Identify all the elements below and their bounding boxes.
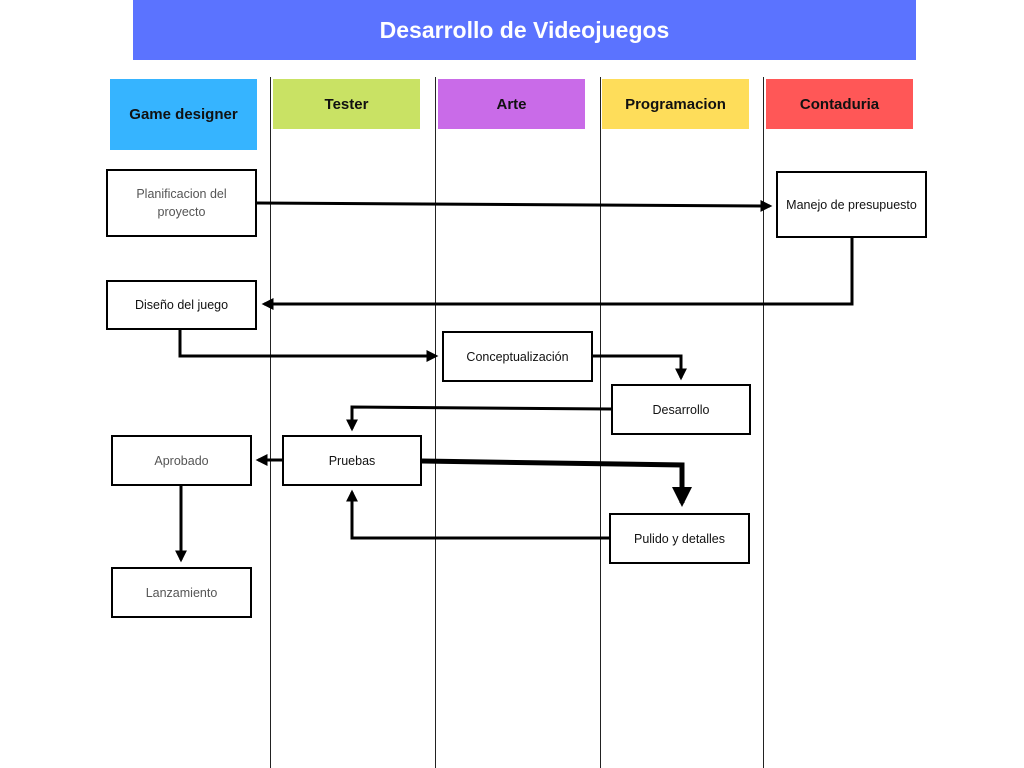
node-pruebas: Pruebas [282, 435, 422, 486]
node-presupuesto: Manejo de presupuesto [776, 171, 927, 238]
arrow-conceptualizacion-to-desarrollo [593, 354, 687, 381]
arrow-planificacion-to-presupuesto [256, 199, 773, 212]
node-label: Planificacion del proyecto [136, 187, 227, 219]
lane-header-label: Contaduria [799, 95, 880, 113]
lane-header-label: Tester [324, 95, 369, 113]
node-label: Pulido y detalles [633, 531, 726, 546]
node-label: Lanzamiento [145, 585, 218, 600]
lane-header-programacion: Programacion [602, 79, 749, 129]
lane-divider [763, 77, 764, 768]
node-label: Aprobado [154, 453, 209, 468]
node-lanzamiento: Lanzamiento [111, 567, 252, 618]
lane-header-contaduria: Contaduria [766, 79, 913, 129]
lane-header-label: Arte [496, 95, 527, 113]
lane-header-label: Programacion [625, 95, 726, 113]
node-pulido: Pulido y detalles [609, 513, 750, 564]
node-label: Diseño del juego [134, 298, 229, 312]
arrow-pruebas-to-pulido [421, 458, 692, 507]
lane-divider [270, 77, 271, 768]
page-title: Desarrollo de Videojuegos [133, 0, 916, 60]
node-label: Desarrollo [652, 402, 710, 417]
lane-header-label: Game designer [129, 106, 238, 123]
arrow-diseno-to-conceptualizacion [178, 329, 439, 362]
node-label: Conceptualización [466, 349, 569, 364]
lane-divider [600, 77, 601, 768]
node-aprobado: Aprobado [111, 435, 252, 486]
lane-header-arte: Arte [438, 79, 585, 129]
lane-divider [435, 77, 436, 768]
page-title-text: Desarrollo de Videojuegos [379, 16, 670, 43]
node-planificacion: Planificacion del proyecto [106, 169, 257, 237]
node-desarrollo: Desarrollo [611, 384, 751, 435]
node-label: Pruebas [328, 453, 376, 468]
arrow-pulido-to-pruebas [346, 489, 610, 540]
node-diseno: Diseño del juego [106, 280, 257, 330]
node-label: Manejo de presupuesto [786, 197, 917, 212]
lane-header-game-designer: Game designer [110, 79, 257, 150]
node-conceptualizacion: Conceptualización [442, 331, 593, 382]
arrow-desarrollo-to-pruebas [346, 405, 612, 432]
lane-header-tester: Tester [273, 79, 420, 129]
